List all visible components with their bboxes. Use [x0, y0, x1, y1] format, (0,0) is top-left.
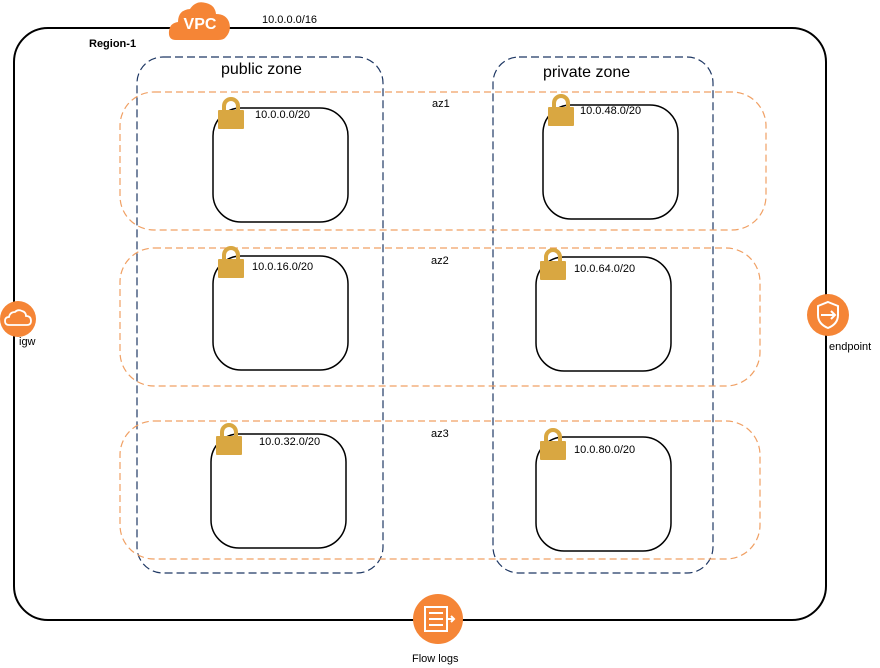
lock-icon — [540, 248, 566, 280]
subnet-cidr-private-az2: 10.0.64.0/20 — [574, 263, 636, 275]
az2-boundary — [119, 247, 761, 387]
lock-icon — [218, 97, 244, 129]
internet-gateway-icon — [0, 301, 36, 337]
lock-icon — [218, 246, 244, 278]
subnet-box-public-az3 — [210, 433, 347, 549]
private-zone-boundary — [492, 56, 714, 574]
subnet-cidr-public-az1: 10.0.0.0/20 — [255, 109, 311, 121]
region-boundary — [13, 27, 827, 621]
igw-label: igw — [19, 336, 36, 348]
az2-label: az2 — [431, 255, 449, 267]
subnet-cidr-private-az1: 10.0.48.0/20 — [580, 105, 642, 117]
public-zone-boundary — [136, 56, 384, 574]
lock-icon — [216, 423, 242, 455]
az1-label: az1 — [432, 98, 450, 110]
subnet-box-private-az1 — [542, 104, 679, 220]
az1-boundary — [119, 91, 767, 231]
subnet-box-public-az2 — [212, 255, 349, 371]
subnet-box-private-az3 — [535, 436, 672, 552]
subnet-box-private-az2 — [535, 256, 672, 372]
subnet-cidr-public-az2: 10.0.16.0/20 — [252, 261, 314, 273]
private-zone-title: private zone — [543, 64, 631, 81]
lock-icon — [548, 94, 574, 126]
endpoint-label: endpoint — [829, 341, 872, 353]
subnet-box-public-az1 — [212, 107, 349, 223]
vpc-badge-label: VPC — [183, 16, 217, 33]
lock-icon — [540, 428, 566, 460]
vpc-endpoint-icon — [807, 294, 849, 336]
flow-logs-icon — [413, 594, 463, 644]
flow-logs-label: Flow logs — [412, 653, 459, 665]
region-label: Region-1 — [89, 38, 137, 50]
subnet-cidr-private-az3: 10.0.80.0/20 — [574, 444, 636, 456]
public-zone-title: public zone — [221, 61, 302, 78]
vpc-badge: VPC — [168, 0, 232, 42]
vpc-cloud-icon — [168, 2, 230, 40]
az3-boundary — [119, 420, 761, 560]
az3-label: az3 — [431, 428, 449, 440]
vpc-cidr: 10.0.0.0/16 — [262, 14, 318, 26]
subnet-cidr-public-az3: 10.0.32.0/20 — [259, 436, 321, 448]
